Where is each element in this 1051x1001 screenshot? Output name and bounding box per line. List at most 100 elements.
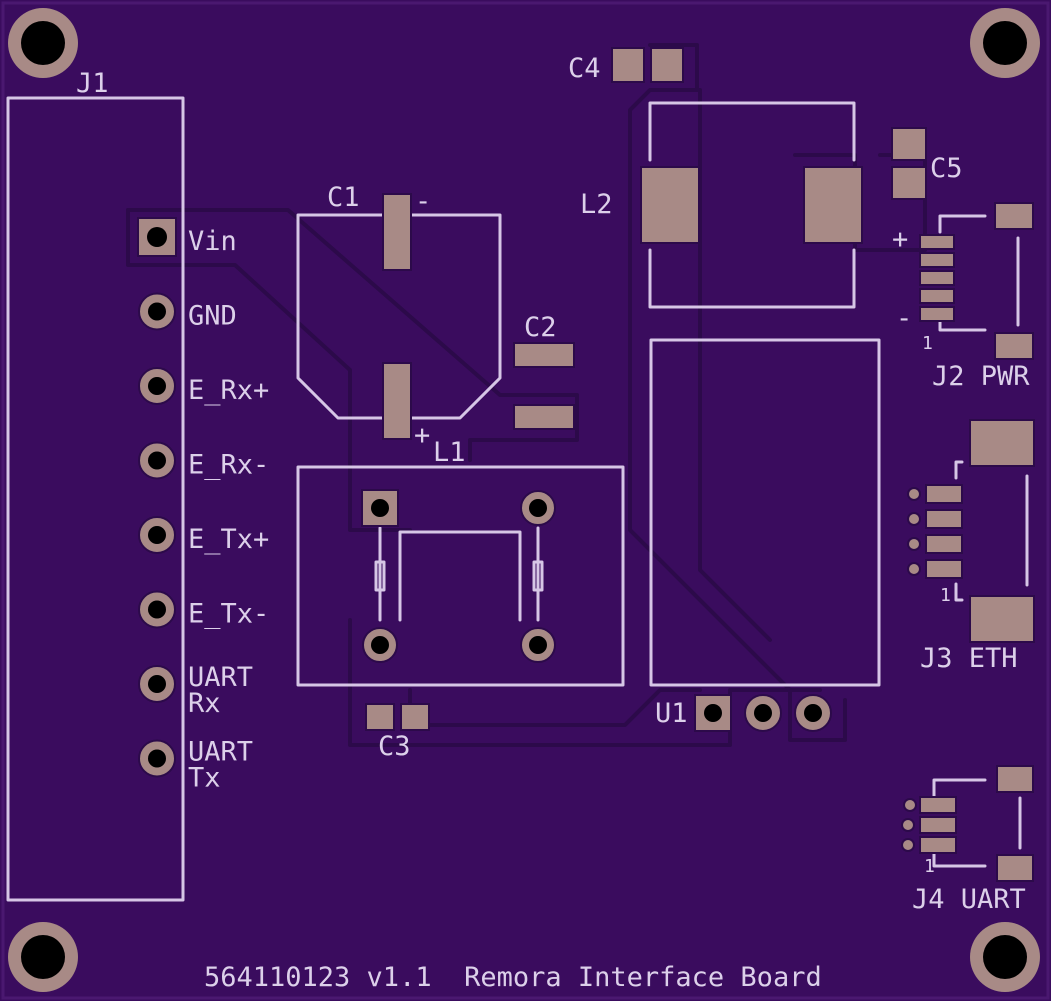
l1-pad-3-hole (371, 636, 389, 654)
j1-pin-label-1: Vin (188, 226, 237, 257)
j3-mount-pad-top (969, 419, 1035, 467)
regulator-u1: U1 (649, 338, 881, 732)
j2-pin1-mark: 1 (922, 333, 933, 354)
j1-pin-label-5: E_Tx+ (188, 524, 269, 555)
u1-pad-1-hole (704, 704, 722, 722)
copper-traces (126, 43, 927, 747)
trace-vin (126, 208, 579, 462)
j1-outline (6, 96, 185, 902)
j1-pad-8-hole (148, 749, 166, 768)
j1-pin-label-6: E_Tx- (188, 599, 269, 630)
j4-pin-2 (919, 816, 957, 834)
c5-pad-2 (891, 166, 927, 200)
j2-plus-mark: + (892, 224, 908, 255)
j4-pin-1 (919, 836, 957, 854)
j1-pin-label-3: E_Rx+ (188, 375, 269, 406)
j4-pin1-mark: 1 (924, 856, 935, 877)
capacitor-c2: C2 (513, 312, 575, 430)
connector-j3: 1 J3 ETH (907, 419, 1035, 674)
j3-pin1-mark: 1 (940, 585, 951, 606)
trace-vin-l1 (126, 208, 412, 532)
j1-pin-label-line: E_Rx- (188, 450, 269, 481)
j3-pin-3 (925, 509, 963, 529)
u1-pad-2-hole (754, 704, 772, 722)
u1-pad-1 (694, 694, 732, 732)
trace-gnd (348, 618, 822, 747)
j2-silk-bottom (938, 320, 987, 332)
j3-via-4 (907, 487, 921, 501)
c1-pad-minus (382, 193, 412, 271)
l2-pad-1 (640, 166, 700, 244)
capacitor-c5: C5 (891, 127, 963, 200)
j2-mount-pad-top (994, 202, 1034, 230)
l1-marker-right (532, 560, 544, 592)
mounting-hole-top-right (970, 8, 1040, 78)
c4-pad-2 (650, 47, 684, 83)
mounting-holes (8, 8, 1040, 992)
j2-pin-5 (919, 234, 955, 250)
capacitor-c3: C3 (365, 703, 430, 762)
j4-pin-3 (919, 796, 957, 814)
j4-via-1 (901, 838, 915, 852)
j1-pin-label-line: Tx (188, 763, 221, 794)
j4-via-2 (901, 818, 915, 832)
trace-u1-out (628, 43, 847, 742)
j1-pin-label-line: Vin (188, 226, 237, 257)
j3-silk-top (954, 460, 964, 480)
j1-pin-label-line: UART (188, 737, 253, 768)
j4-mount-pad-top (996, 765, 1034, 793)
mounting-hole-bottom-right (970, 922, 1040, 992)
j3-via-1 (907, 562, 921, 576)
j3-mount-pad-bottom (969, 595, 1035, 643)
l1-pad-4-hole (529, 636, 547, 654)
j1-pad-3-hole (148, 377, 166, 395)
j3-pin-4 (925, 484, 963, 504)
capacitor-c4: C4 (568, 47, 684, 84)
mounting-hole-top-left (8, 8, 78, 78)
c2-pad-2 (513, 404, 575, 430)
l1-marker-left (374, 560, 386, 592)
j1-pin-label-4: E_Rx- (188, 450, 269, 481)
l2-ref: L2 (580, 189, 613, 220)
connector-j2: + - 1 J2 PWR (892, 202, 1034, 392)
l1-outline (296, 465, 625, 687)
j2-minus-mark: - (896, 303, 912, 334)
l1-inner-outline (398, 530, 522, 622)
j3-pin-1 (925, 559, 963, 579)
c4-pad-1 (611, 47, 645, 83)
j2-pin-1 (919, 306, 955, 322)
j3-silk-bottom (954, 582, 964, 602)
j4-via-3 (903, 798, 917, 812)
l2-pad-2 (803, 166, 863, 244)
j2-pin-3 (919, 270, 955, 286)
j4-silk-bottom (932, 850, 987, 868)
j1-pin-label-2: GND (188, 301, 237, 332)
c5-ref: C5 (930, 153, 963, 184)
j2-pin-4 (919, 252, 955, 268)
j1-pad-7-hole (148, 675, 166, 693)
c5-pad-1 (891, 127, 927, 161)
j2-pin-2 (919, 288, 955, 304)
l2-outline-top (648, 101, 856, 162)
j3-via-2 (907, 537, 921, 551)
j1-pad-4-hole (148, 451, 166, 470)
j1-pin-label-line: E_Rx+ (188, 375, 269, 406)
j4-silk-top (932, 778, 987, 798)
inductor-l2: L2 (580, 101, 863, 309)
l1-pad-2-hole (529, 499, 547, 517)
c1-minus-mark: - (415, 186, 431, 217)
l2-outline-bottom (648, 248, 856, 309)
j2-silk-top (938, 214, 987, 234)
j3-via-3 (907, 512, 921, 526)
trace-c4 (695, 88, 772, 642)
c3-pad-2 (400, 703, 430, 731)
j3-pin-2 (925, 534, 963, 554)
j1-pin-label-line: UART (188, 662, 253, 693)
c1-plus-mark: + (414, 420, 430, 451)
j4-mount-pad-bottom (996, 854, 1034, 882)
j1-pad-2-hole (148, 302, 166, 321)
